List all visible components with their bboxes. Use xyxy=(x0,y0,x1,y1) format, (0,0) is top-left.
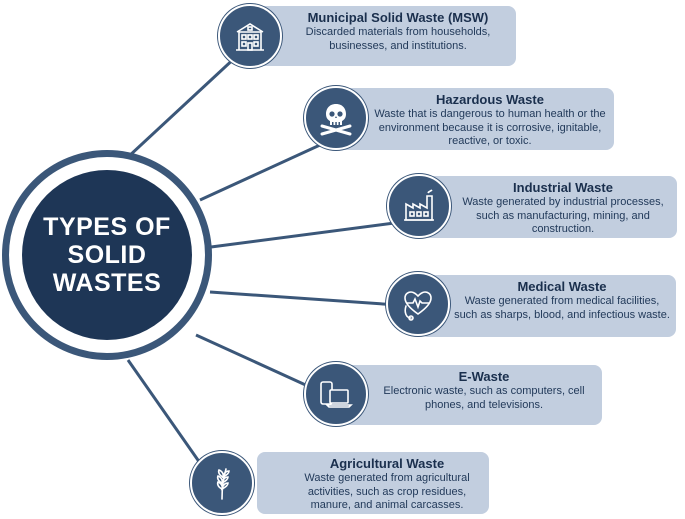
wheat-icon xyxy=(190,451,254,515)
factory-icon xyxy=(387,174,451,238)
type-desc: Waste generated by industrial processes,… xyxy=(462,196,664,235)
type-title: Municipal Solid Waste (MSW) xyxy=(307,10,489,25)
type-box-industrial: Industrial Waste Waste generated by indu… xyxy=(421,176,677,238)
connector-line xyxy=(126,359,202,464)
connector-line xyxy=(209,290,399,307)
main-circle: TYPES OF SOLID WASTES xyxy=(22,170,192,340)
type-box-e-waste: E-Waste Electronic waste, such as comput… xyxy=(338,365,602,425)
type-title: Industrial Waste xyxy=(513,180,613,195)
connector-line xyxy=(195,333,311,389)
building-icon xyxy=(218,4,282,68)
type-title: Medical Waste xyxy=(517,279,607,294)
type-desc: Electronic waste, such as computers, cel… xyxy=(383,385,585,411)
type-box-hazardous: Hazardous Waste Waste that is dangerous … xyxy=(338,88,614,150)
connector-line xyxy=(210,220,403,249)
main-title: TYPES OF SOLID WASTES xyxy=(43,213,171,297)
type-desc: Waste generated from medical facilities,… xyxy=(454,295,670,321)
type-desc: Discarded materials from households, bus… xyxy=(305,26,491,52)
stethoscope-heart-icon xyxy=(386,272,450,336)
type-desc: Waste generated from agricultural activi… xyxy=(304,472,470,511)
connector-line xyxy=(126,53,240,159)
type-title: Agricultural Waste xyxy=(329,456,445,471)
skull-crossbones-icon xyxy=(304,86,368,150)
type-desc: Waste that is dangerous to human health … xyxy=(374,108,606,147)
devices-icon xyxy=(304,362,368,426)
type-box-municipal: Municipal Solid Waste (MSW) Discarded ma… xyxy=(252,6,516,66)
type-title: Hazardous Waste xyxy=(436,92,544,107)
connector-line xyxy=(199,143,321,202)
type-title: E-Waste xyxy=(458,369,510,384)
type-box-medical: Medical Waste Waste generated from medic… xyxy=(420,275,676,337)
type-box-agricultural: Agricultural Waste Waste generated from … xyxy=(257,452,489,514)
